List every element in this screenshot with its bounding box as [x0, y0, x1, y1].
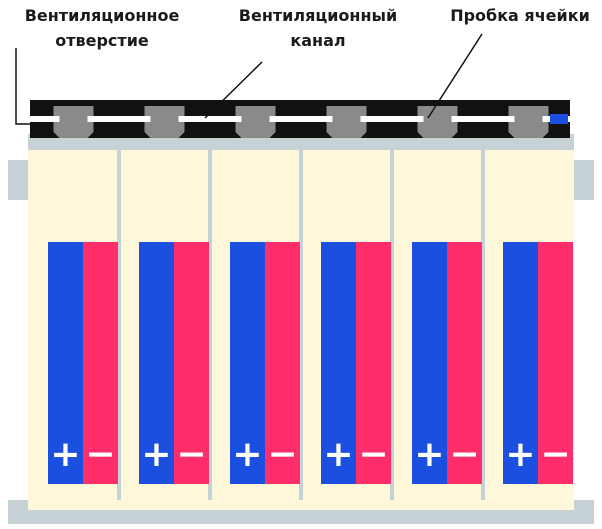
- cells-group: +−+−+−+−+−+−: [48, 140, 573, 500]
- negative-plate: [538, 242, 573, 484]
- cell-plug-leader-line: [427, 33, 483, 119]
- positive-plate: [321, 242, 356, 484]
- vent-hole-leader-line: [15, 48, 32, 125]
- cell-plug: [508, 106, 549, 138]
- cell-separator: [117, 140, 121, 500]
- positive-plate: [503, 242, 538, 484]
- cell-plug: [417, 106, 458, 138]
- negative-plate: [83, 242, 118, 484]
- minus-sign: −: [449, 434, 479, 475]
- minus-sign: −: [267, 434, 297, 475]
- cell-plug-label-line1: Пробка ячейки: [450, 6, 590, 25]
- plus-sign: +: [505, 434, 535, 475]
- plus-sign: +: [141, 434, 171, 475]
- vent-hole-label-line1: Вентиляционное: [24, 6, 180, 25]
- casing-right-tab: [574, 160, 594, 200]
- casing-left-tab: [8, 160, 28, 200]
- plus-sign: +: [232, 434, 262, 475]
- plus-sign: +: [414, 434, 444, 475]
- plus-sign: +: [50, 434, 80, 475]
- cell-separator: [299, 140, 303, 500]
- minus-sign: −: [176, 434, 206, 475]
- cell-plug: [326, 106, 367, 138]
- plus-sign: +: [323, 434, 353, 475]
- cell-plug-label: Пробка ячейки: [440, 6, 600, 25]
- vent-channel-label: Вентиляционный канал: [218, 6, 418, 50]
- cell-plug: [235, 106, 276, 138]
- positive-plate: [412, 242, 447, 484]
- vent-channel-leader-line: [204, 61, 263, 119]
- cell-plug: [53, 106, 94, 138]
- vent-channel-label-line1: Вентиляционный: [238, 6, 398, 25]
- positive-plate: [230, 242, 265, 484]
- minus-sign: −: [85, 434, 115, 475]
- vent-channel-end: [550, 114, 568, 124]
- negative-plate: [265, 242, 300, 484]
- vent-channel-label-line2: канал: [290, 31, 346, 50]
- positive-plate: [48, 242, 83, 484]
- cell-separator: [481, 140, 485, 500]
- battery-lid: [30, 100, 570, 138]
- leader-lines: [15, 33, 483, 125]
- negative-plate: [356, 242, 391, 484]
- vent-hole-label-line2: отверстие: [55, 31, 149, 50]
- vent-hole-label: Вентиляционное отверстие: [2, 6, 202, 50]
- negative-plate: [447, 242, 482, 484]
- cell-separator: [390, 140, 394, 500]
- minus-sign: −: [540, 434, 570, 475]
- cell-plug: [144, 106, 185, 138]
- positive-plate: [139, 242, 174, 484]
- cell-plugs-group: [53, 106, 549, 138]
- negative-plate: [174, 242, 209, 484]
- minus-sign: −: [358, 434, 388, 475]
- vent-channel: [30, 116, 570, 122]
- cell-separator: [208, 140, 212, 500]
